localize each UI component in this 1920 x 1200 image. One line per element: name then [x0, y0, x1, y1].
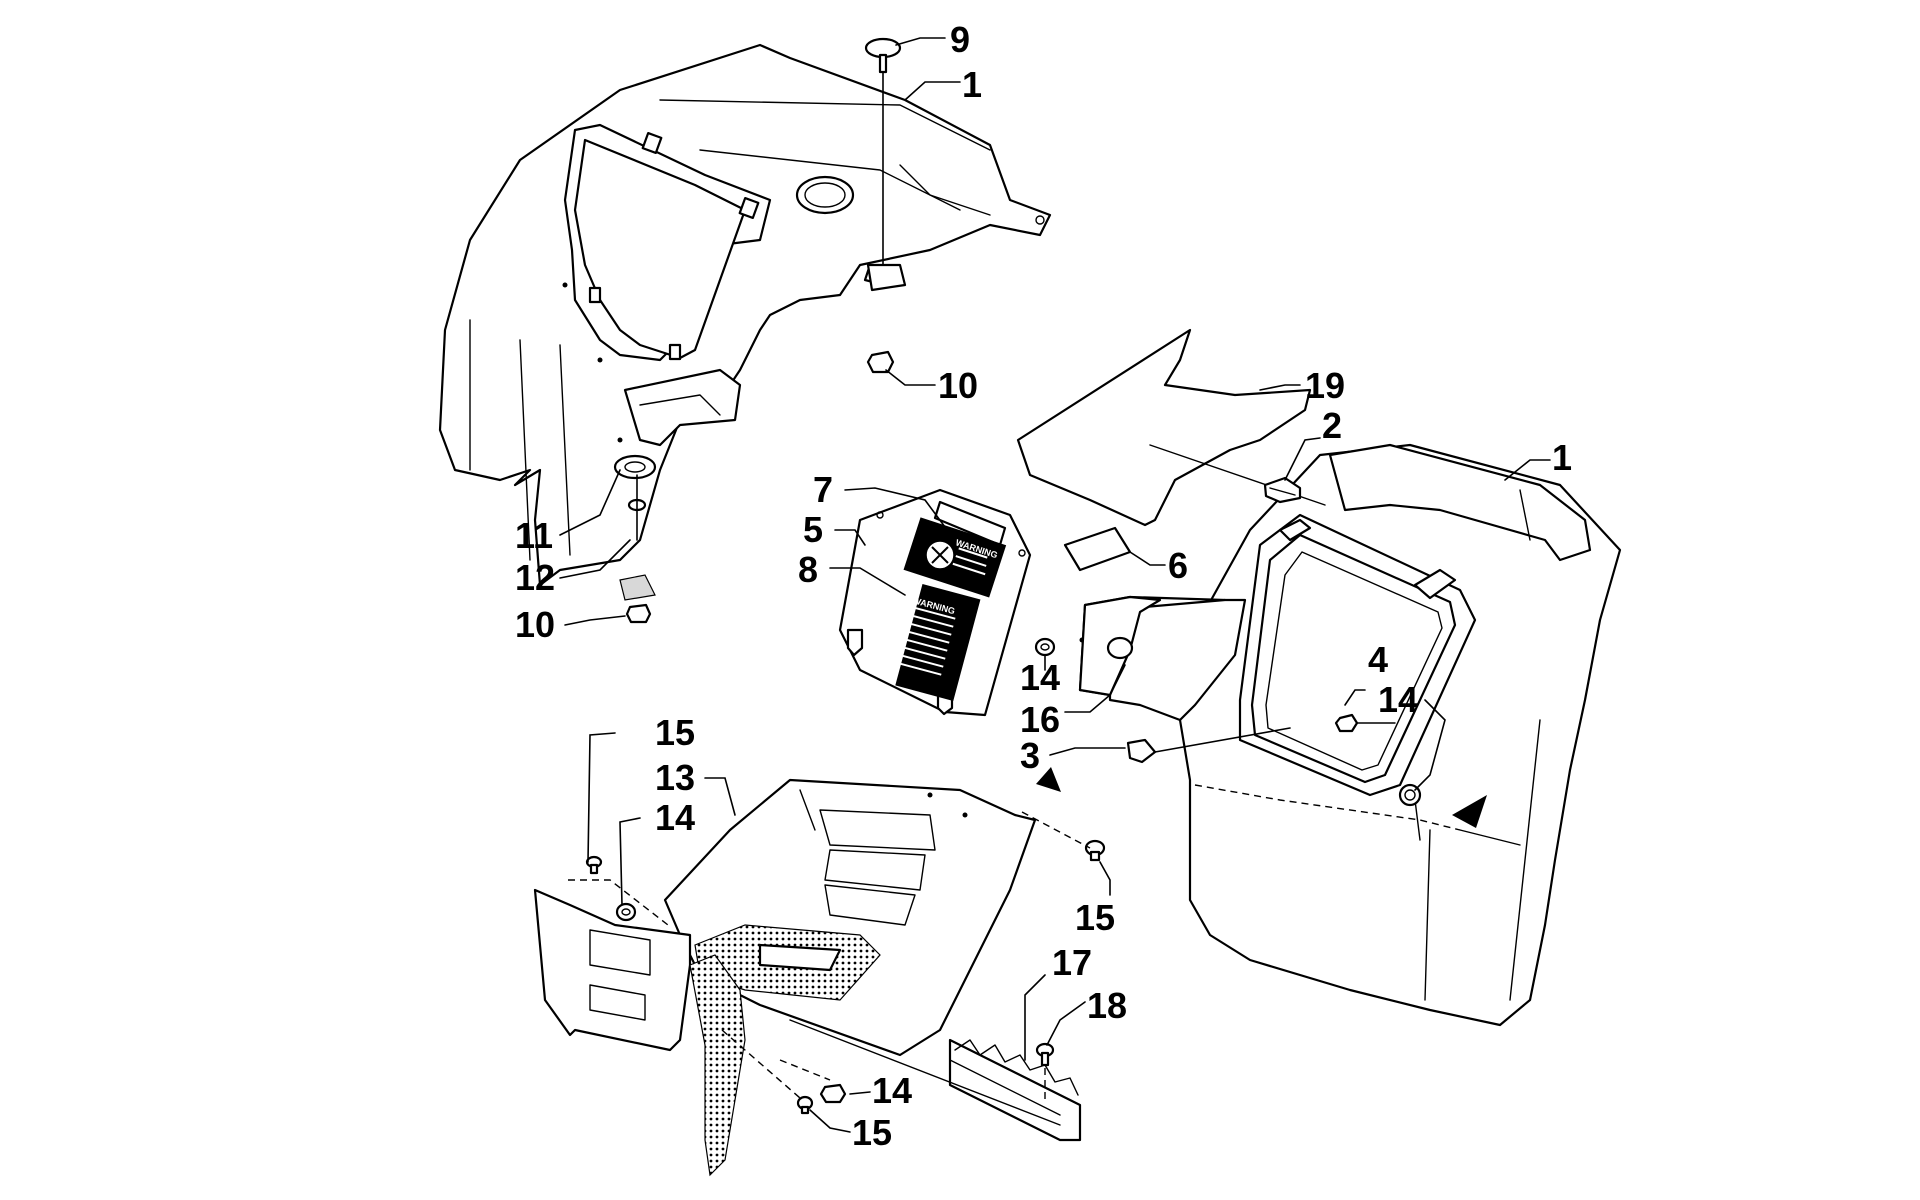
bolt-part-15-right [1084, 839, 1106, 862]
callout-18: 18 [1087, 985, 1127, 1026]
callout-16: 16 [1020, 699, 1060, 740]
decal-part-6 [1063, 526, 1132, 572]
callout-14-bracket: 14 [1020, 657, 1060, 698]
nut-part-14-mid [1034, 637, 1056, 657]
leader-lines [559, 37, 1551, 1133]
fender-side-extension [1108, 598, 1247, 722]
callout-4: 4 [1368, 639, 1388, 680]
grommet-part-11 [613, 454, 657, 480]
nut-part-10-bottom [625, 603, 652, 624]
tread-strip-part-17 [948, 1038, 1082, 1142]
callout-12: 12 [515, 557, 555, 598]
nut-part-10-top [866, 350, 895, 374]
callout-19: 19 [1305, 365, 1345, 406]
push-pin-part-9 [864, 37, 902, 74]
clip-part-3 [1126, 738, 1157, 764]
rear-fender-assembly [1178, 443, 1622, 1027]
callout-10-top: 10 [938, 365, 978, 406]
callout-6: 6 [1168, 545, 1188, 586]
nut-part-14-left [615, 902, 637, 922]
callout-8: 8 [798, 549, 818, 590]
bolt-part-15-bottom [796, 1095, 814, 1115]
nut-part-14-bottom [819, 1083, 847, 1104]
callout-11: 11 [515, 515, 553, 556]
warning-decal-8: WARNING [895, 584, 981, 701]
callout-2: 2 [1322, 405, 1342, 446]
callout-15-right: 15 [1075, 897, 1115, 938]
callout-labels: 9 1 10 19 2 1 7 5 8 6 11 12 10 14 16 4 1… [515, 19, 1572, 1153]
callout-17: 17 [1052, 942, 1092, 983]
callout-7: 7 [813, 469, 833, 510]
callout-3: 3 [1020, 735, 1040, 776]
callout-5: 5 [803, 509, 823, 550]
callout-10-left: 10 [515, 604, 555, 645]
clip-part-2 [1263, 476, 1302, 504]
nut-part-4 [1334, 713, 1359, 733]
callout-1-rear: 1 [1552, 437, 1572, 478]
access-panel: WARNING WARNING [838, 488, 1032, 717]
callout-14-left: 14 [655, 797, 695, 838]
washer-part-12 [627, 474, 647, 541]
warning-decal-7: WARNING [903, 517, 1007, 598]
callout-15-bottom: 15 [852, 1112, 892, 1153]
callout-15-top: 15 [655, 712, 695, 753]
footwell-part-13 [533, 767, 1061, 1177]
callout-13: 13 [655, 757, 695, 798]
bolt-part-15-left [585, 855, 603, 875]
callout-14-fender: 14 [1378, 679, 1418, 720]
callout-9: 9 [950, 19, 970, 60]
callout-1-front: 1 [962, 64, 982, 105]
rivet-part-18 [1035, 1042, 1055, 1067]
callout-14-bottom: 14 [872, 1070, 912, 1111]
front-fender-assembly [438, 43, 1052, 587]
plate-part-12b [619, 574, 656, 601]
